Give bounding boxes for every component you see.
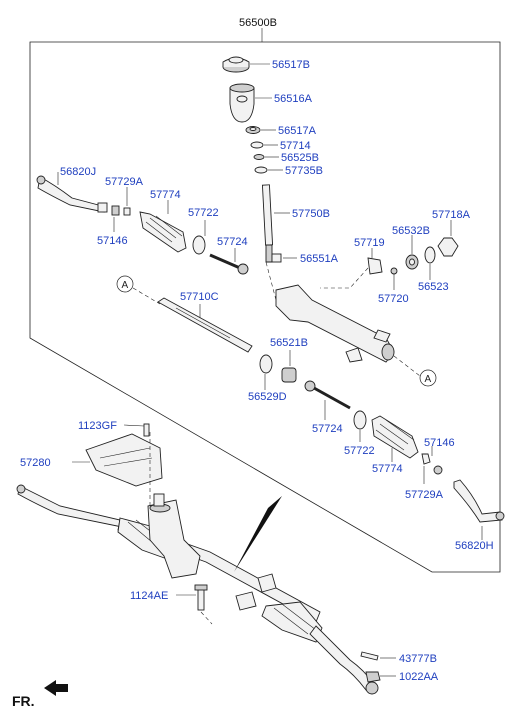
right-tie-rod-end-part [453, 479, 505, 540]
assembled-steering-gear [16, 423, 379, 695]
label-56529D: 56529D [248, 391, 287, 403]
ring-56517A-part [245, 126, 276, 134]
right-inner-rod-part [304, 380, 351, 420]
front-direction-indicator: FR. [12, 680, 68, 709]
assembly-label: 56500B [239, 17, 277, 29]
label-57710C: 57710C [180, 291, 219, 303]
label-57146-left: 57146 [97, 235, 128, 247]
label-56523: 56523 [418, 281, 449, 293]
left-clamp-part [192, 220, 206, 255]
label-43777B: 43777B [399, 653, 437, 665]
front-direction-label: FR. [12, 693, 35, 709]
ring-57735B-part [254, 166, 283, 174]
callout-a-left-text: A [122, 280, 129, 291]
assembly-frame [29, 28, 501, 573]
cotter-pin-part [360, 651, 379, 661]
label-57735B: 57735B [285, 165, 323, 177]
label-56516A: 56516A [274, 93, 313, 105]
label-57774-left: 57774 [150, 189, 181, 201]
front-arrow-icon [44, 680, 68, 696]
label-57146-right: 57146 [424, 437, 455, 449]
label-57714: 57714 [280, 140, 311, 152]
castle-nut-part [365, 671, 381, 683]
callout-a-left: A [116, 275, 161, 305]
bushing-56551A-part [271, 253, 297, 263]
label-56521B: 56521B [270, 337, 308, 349]
right-nut-parts [421, 446, 443, 484]
bearing-cap-part [222, 56, 270, 73]
ring-56529D-part [259, 354, 273, 390]
label-56551A: 56551A [300, 253, 339, 265]
label-57719: 57719 [354, 237, 385, 249]
yoke-parts-right [320, 220, 459, 290]
label-56525B: 56525B [281, 152, 319, 164]
label-57720: 57720 [378, 293, 409, 305]
label-57724-left: 57724 [217, 236, 248, 248]
label-57729A-right: 57729A [405, 489, 444, 501]
left-nut-parts [111, 187, 131, 232]
label-56820H: 56820H [455, 540, 494, 552]
right-clamp-part [353, 410, 367, 442]
label-57774-right: 57774 [372, 463, 403, 475]
label-56517B: 56517B [272, 59, 310, 71]
label-56532B: 56532B [392, 225, 430, 237]
label-57722-right: 57722 [344, 445, 375, 457]
bush-56521B-part [281, 350, 297, 383]
leader-1123GF [123, 424, 145, 427]
pinion-shaft-part [261, 184, 290, 263]
rack-housing-part [265, 261, 421, 377]
label-57750B: 57750B [292, 208, 330, 220]
left-boot-part [139, 200, 187, 253]
rack-bar-part [157, 297, 253, 353]
callout-a-right-text: A [425, 374, 432, 385]
label-57722-left: 57722 [188, 207, 219, 219]
callout-a-right: A [419, 369, 437, 387]
label-57729A-left: 57729A [105, 176, 144, 188]
label-57718A: 57718A [432, 209, 471, 221]
label-56820J: 56820J [60, 166, 96, 178]
label-56517A: 56517A [278, 125, 317, 137]
yoke-housing-part [229, 83, 272, 123]
left-inner-rod-part [209, 248, 249, 275]
washer-57714-part [250, 141, 278, 149]
label-1022AA: 1022AA [399, 671, 439, 683]
seal-56525B-part [253, 154, 279, 160]
label-1123GF: 1123GF [78, 420, 117, 432]
right-boot-part [371, 415, 419, 462]
label-57724-right: 57724 [312, 423, 343, 435]
label-1124AE: 1124AE [130, 590, 168, 602]
label-57280: 57280 [20, 457, 51, 469]
left-tie-rod-end-part [36, 172, 108, 213]
